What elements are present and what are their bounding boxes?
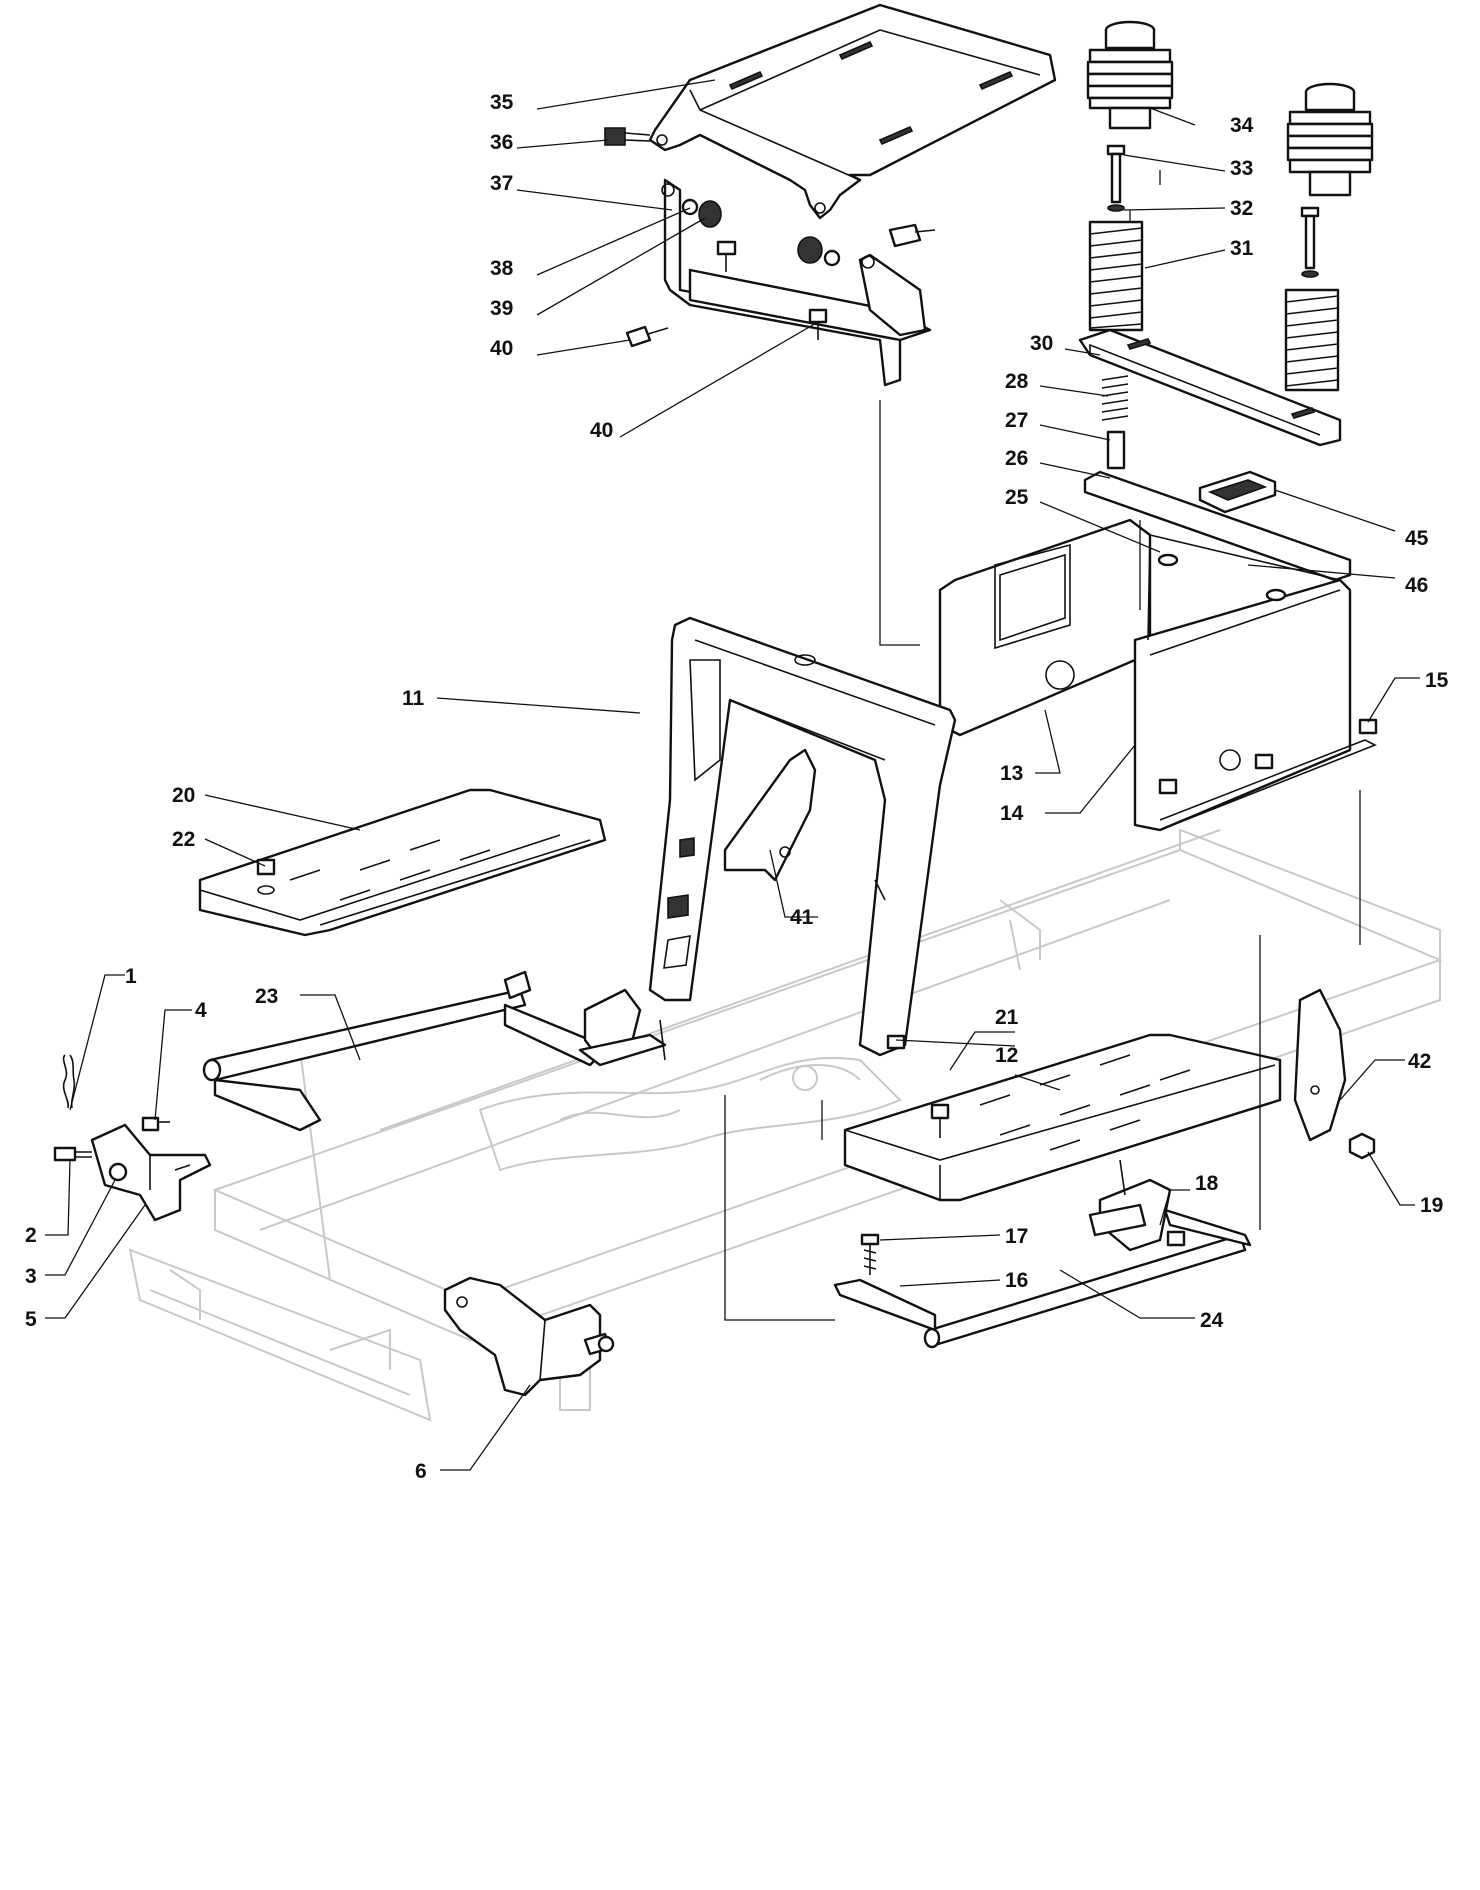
callout-labels: 35 36 37 38 39 40 40 34 33 32 31 30 28 2… <box>25 91 1449 1483</box>
callout-40b: 40 <box>590 419 613 442</box>
callout-1: 1 <box>125 965 137 988</box>
footrest-support-left <box>202 970 667 1132</box>
callout-32: 32 <box>1230 197 1253 220</box>
callout-37: 37 <box>490 172 513 195</box>
callout-25: 25 <box>1005 486 1029 509</box>
callout-6: 6 <box>415 1460 427 1483</box>
callout-5: 5 <box>25 1308 37 1331</box>
callout-46: 46 <box>1405 574 1428 597</box>
callout-31: 31 <box>1230 237 1254 260</box>
callout-27: 27 <box>1005 409 1028 432</box>
callout-23: 23 <box>255 985 278 1008</box>
callout-33: 33 <box>1230 157 1253 180</box>
slide-rail-lower <box>1083 470 1352 582</box>
callout-3: 3 <box>25 1265 37 1288</box>
callout-24: 24 <box>1200 1309 1224 1332</box>
callout-39: 39 <box>490 297 513 320</box>
callout-45: 45 <box>1405 527 1429 550</box>
suspension-bellows-right <box>1286 82 1374 197</box>
footrest-support-right <box>833 1159 1252 1349</box>
callout-4: 4 <box>195 999 207 1022</box>
callout-2: 2 <box>25 1224 37 1247</box>
seat-hinge-bracket <box>661 178 932 387</box>
callout-34: 34 <box>1230 114 1254 137</box>
callout-26: 26 <box>1005 447 1028 470</box>
roll-bar <box>648 616 957 1057</box>
callout-16: 16 <box>1005 1269 1028 1292</box>
coil-spring-left <box>1088 220 1144 332</box>
suspension-bolts <box>1106 144 1320 278</box>
seat-plate <box>648 3 1057 220</box>
hinge-hardware <box>604 127 936 348</box>
side-bracket-right <box>1293 988 1376 1160</box>
suspension-bellows-left <box>1086 20 1174 130</box>
front-bracket-lower <box>443 1276 615 1397</box>
chassis-frame-ghost <box>128 828 1443 1422</box>
callout-40a: 40 <box>490 337 513 360</box>
seat-mount-box <box>938 518 1378 832</box>
callout-30: 30 <box>1030 332 1053 355</box>
side-bracket-left <box>723 748 817 882</box>
callout-13: 13 <box>1000 762 1023 785</box>
slide-rail-upper <box>1078 328 1342 447</box>
callout-20: 20 <box>172 784 195 807</box>
small-spring <box>1101 375 1129 470</box>
footrest-right <box>843 1033 1282 1202</box>
callout-42: 42 <box>1408 1050 1431 1073</box>
callout-17: 17 <box>1005 1225 1028 1248</box>
callout-41: 41 <box>790 906 814 929</box>
callout-15: 15 <box>1425 669 1449 692</box>
callout-12: 12 <box>995 1044 1018 1067</box>
callout-22: 22 <box>172 828 195 851</box>
assembly-lines <box>724 170 1361 1321</box>
callout-36: 36 <box>490 131 513 154</box>
coil-spring-right <box>1284 288 1340 392</box>
screw-17 <box>860 1233 880 1275</box>
callout-28: 28 <box>1005 370 1029 393</box>
callout-18: 18 <box>1195 1172 1219 1195</box>
leader-lines <box>45 79 1420 1471</box>
callout-19: 19 <box>1420 1194 1443 1217</box>
footrest-left <box>198 788 607 937</box>
callout-21: 21 <box>995 1006 1019 1029</box>
callout-14: 14 <box>1000 802 1024 825</box>
callout-38: 38 <box>490 257 514 280</box>
callout-11: 11 <box>402 687 425 710</box>
callout-35: 35 <box>490 91 514 114</box>
